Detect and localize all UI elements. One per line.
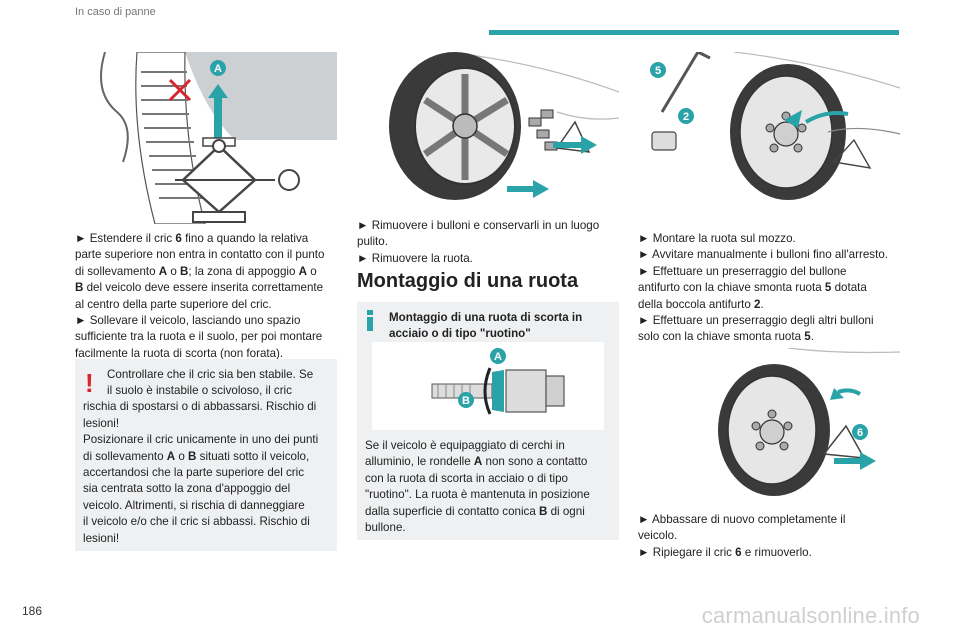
warning-text-body: il suolo è instabile o scivoloso, il cri… bbox=[83, 384, 319, 545]
info-box: Montaggio di una ruota di scorta in acci… bbox=[357, 302, 619, 540]
callout-a: A bbox=[494, 351, 502, 363]
jack-lift-figure: A bbox=[75, 52, 337, 224]
warning-box: ! Controllare che il cric sia ben stabil… bbox=[75, 359, 337, 551]
jack-lower-figure: 6 bbox=[638, 348, 900, 496]
wheel-removal-figure bbox=[357, 52, 619, 200]
col2-paragraph: ► Rimuovere i bulloni e conservarli in u… bbox=[357, 219, 600, 265]
jack-lower-icon: 6 bbox=[718, 348, 900, 496]
bolt-washer-icon: A B bbox=[372, 342, 604, 430]
header-accent-bar bbox=[489, 30, 899, 35]
col1-paragraph: ► Estendere il cric 6 fino a quando la r… bbox=[75, 232, 325, 360]
page-number: 186 bbox=[22, 604, 43, 618]
info-text: Se il veicolo è equipaggiato di cerchi i… bbox=[365, 439, 590, 535]
info-icon bbox=[367, 310, 373, 332]
col3-paragraph-1: ► Montare la ruota sul mozzo. ► Avvitare… bbox=[638, 232, 888, 344]
wheel-mount-figure: 5 2 bbox=[638, 52, 900, 200]
col3-paragraph-2: ► Abbassare di nuovo completamente il ve… bbox=[638, 513, 846, 559]
callout-2: 2 bbox=[683, 111, 689, 123]
watermark: carmanualsonline.info bbox=[701, 603, 920, 628]
callout-6: 6 bbox=[857, 427, 863, 439]
running-header: In caso di panne bbox=[75, 6, 156, 18]
callout-5: 5 bbox=[655, 65, 661, 77]
info-title: Montaggio di una ruota di scorta in acci… bbox=[389, 311, 583, 340]
warning-icon: ! bbox=[85, 368, 94, 398]
callout-b: B bbox=[462, 395, 470, 407]
warning-text: Controllare che il cric sia ben stabile.… bbox=[107, 368, 314, 381]
callout-a: A bbox=[214, 63, 222, 75]
section-title: Montaggio di una ruota bbox=[357, 270, 579, 292]
wheel-mount-icon: 5 2 bbox=[650, 52, 900, 200]
wheel-removal-icon bbox=[389, 52, 619, 200]
jack-figure: A bbox=[75, 52, 337, 224]
bolt-figure: A B bbox=[372, 342, 604, 430]
